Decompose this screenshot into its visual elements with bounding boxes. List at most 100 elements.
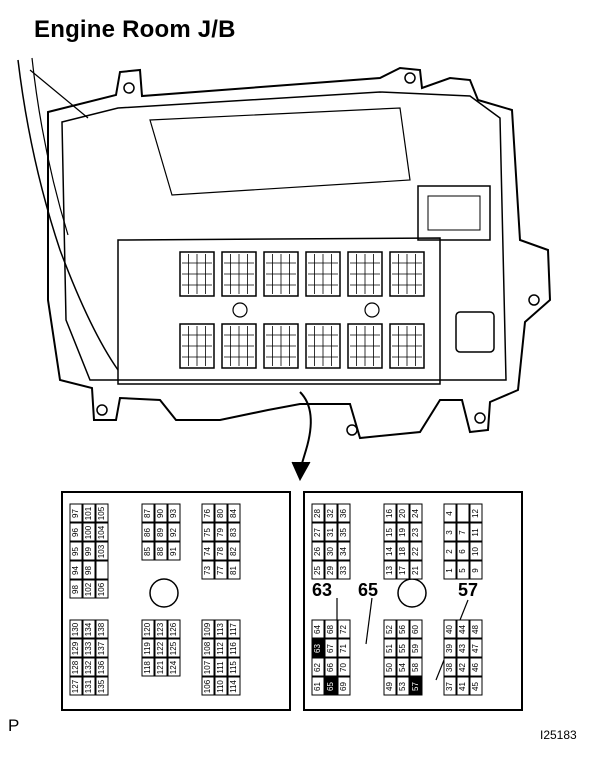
pin-cell [69, 619, 83, 639]
pin-cell [82, 522, 96, 542]
socket-group [263, 323, 299, 369]
pin-cell [311, 503, 325, 523]
pin-number: 114 [229, 680, 238, 693]
pin-number: 74 [203, 547, 212, 556]
pin-number: 90 [156, 509, 165, 518]
pin-number: 82 [229, 547, 238, 556]
callout-57: 57 [458, 580, 479, 600]
pin-number: 88 [156, 547, 165, 556]
pin-cell [324, 522, 338, 542]
pin-cell [82, 657, 96, 677]
pin-cell [214, 503, 228, 523]
pin-cell [456, 503, 470, 523]
pin-cell [443, 503, 457, 523]
pin-number: 122 [156, 641, 165, 655]
pin-number: 26 [313, 547, 322, 556]
pin-cell [469, 541, 483, 561]
corner-letter: P [8, 716, 20, 735]
pin-cell [154, 522, 168, 542]
right-connector-outline [303, 491, 523, 711]
pin-cell [82, 676, 96, 696]
pin-cell [95, 676, 109, 696]
pin-number: 24 [411, 509, 420, 518]
bracket-line-outer [17, 59, 119, 371]
pin-cell [443, 638, 457, 658]
socket-group [221, 251, 257, 297]
pin-number: 103 [97, 544, 106, 558]
pin-number: 92 [169, 528, 178, 537]
pin-cell [227, 619, 241, 639]
pin-cell [227, 541, 241, 561]
pin-number: 15 [385, 528, 394, 537]
pin-cell [409, 657, 423, 677]
pin-cell [154, 619, 168, 639]
pin-cell [141, 657, 155, 677]
mount-hole-bottom-right [474, 412, 486, 424]
pin-cell [141, 638, 155, 658]
pin-cell [469, 619, 483, 639]
pin-number: 3 [445, 530, 454, 535]
pin-number: 138 [97, 622, 106, 636]
pin-cell [383, 638, 397, 658]
pin-number: 45 [471, 682, 480, 691]
pin-cell [95, 560, 109, 580]
pin-cell [469, 657, 483, 677]
pin-cell [324, 657, 338, 677]
pin-cell [443, 522, 457, 542]
pin-cell [396, 657, 410, 677]
pin-cell [154, 503, 168, 523]
pin-cell [201, 503, 215, 523]
socket-group [347, 323, 383, 369]
pin-cell [383, 657, 397, 677]
socket-group [305, 323, 341, 369]
pin-cell-highlighted [409, 676, 423, 696]
pin-cell [95, 541, 109, 561]
pin-number: 73 [203, 566, 212, 575]
pin-number: 109 [203, 622, 212, 636]
pin-number: 5 [458, 568, 467, 573]
pin-cell [456, 522, 470, 542]
pin-number: 32 [326, 509, 335, 518]
pin-cell [201, 676, 215, 696]
pin-number: 106 [97, 582, 106, 596]
pin-cell [201, 541, 215, 561]
pin-number: 11 [471, 528, 480, 537]
pin-number: 108 [203, 641, 212, 655]
left-connector-outline [61, 491, 291, 711]
pin-number: 62 [313, 663, 322, 672]
pin-number: 55 [398, 644, 407, 653]
pin-number: 68 [326, 625, 335, 634]
pin-cell [227, 676, 241, 696]
pin-cell [324, 619, 338, 639]
pin-number: 54 [398, 663, 407, 672]
pin-number: 100 [84, 525, 93, 539]
pin-number: 49 [385, 682, 394, 691]
pin-number: 52 [385, 625, 394, 634]
pin-number: 66 [326, 663, 335, 672]
pin-number: 117 [229, 623, 238, 636]
pin-number: 48 [471, 625, 480, 634]
pin-number: 72 [339, 625, 348, 634]
pin-number: 22 [411, 547, 420, 556]
pin-number: 10 [471, 547, 480, 556]
pin-cell [95, 503, 109, 523]
pin-number: 50 [385, 663, 394, 672]
pin-cell [167, 522, 181, 542]
pin-number: 76 [203, 509, 212, 518]
diagram-title: Engine Room J/B [34, 16, 236, 43]
pin-number: 125 [169, 641, 178, 655]
pin-cell [201, 522, 215, 542]
pin-cell [469, 522, 483, 542]
pin-number: 36 [339, 509, 348, 518]
pin-cell [469, 638, 483, 658]
pin-cell [324, 541, 338, 561]
pin-number: 58 [411, 663, 420, 672]
mount-hole-bottom-left [96, 404, 108, 416]
housing-inner-rim [61, 91, 507, 381]
pin-number: 101 [84, 506, 93, 520]
pin-cell [396, 541, 410, 561]
pin-cell [95, 522, 109, 542]
mini-center-hole [232, 302, 248, 318]
pin-number: 38 [445, 663, 454, 672]
pin-cell [69, 676, 83, 696]
